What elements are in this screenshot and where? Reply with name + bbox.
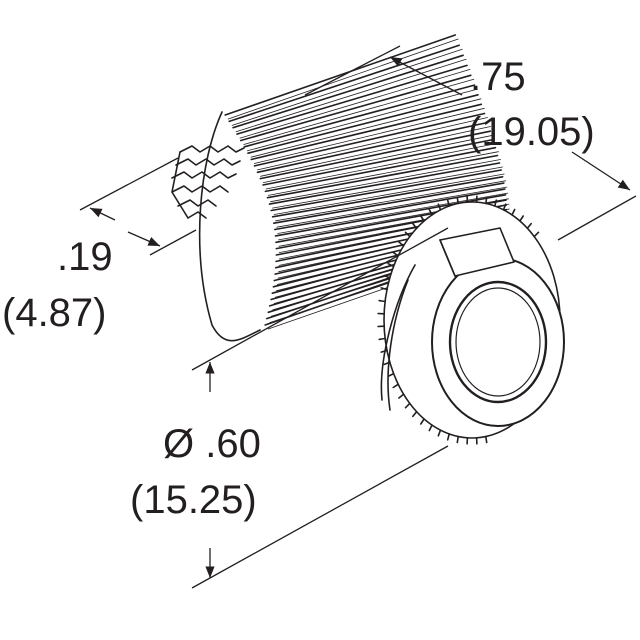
length-arrow-b	[571, 151, 631, 191]
knurl-ridge	[232, 54, 464, 129]
diameter-mm-label: (15.25)	[130, 478, 257, 522]
rim-tooth	[411, 410, 418, 418]
dimension-lines	[79, 45, 637, 589]
rim-tooth	[533, 231, 540, 238]
rim-tooth	[502, 203, 507, 211]
knurl-ridge-shade	[276, 186, 508, 228]
rim-tooth	[526, 222, 533, 230]
rim-tooth	[419, 215, 425, 222]
knurl-ridge	[264, 146, 497, 193]
rim-tooth	[392, 383, 400, 389]
knurl-ridge	[270, 169, 502, 212]
knurl-ridge-shade	[243, 78, 475, 145]
knurl-ridge	[247, 94, 479, 154]
rim-tooth	[398, 241, 405, 247]
rim-tooth	[392, 251, 400, 257]
length-inch-label: .75	[470, 55, 526, 99]
diameter-ext-top	[191, 227, 449, 371]
depth-inch-label: .19	[57, 235, 113, 279]
knurl-ridge-shade	[227, 38, 459, 120]
rim-tooth	[428, 208, 433, 216]
rim-tooth	[456, 435, 460, 444]
knurl-ridge-shade	[253, 107, 485, 164]
skirt-ring	[380, 264, 416, 401]
knurl-ridge-shade	[257, 117, 488, 171]
knurl-ridge	[259, 130, 492, 180]
knurl-ridge	[256, 121, 489, 174]
knob-body	[171, 34, 565, 445]
rim-tooth	[404, 231, 411, 238]
rim-tooth	[378, 337, 386, 341]
rim-tooth	[446, 199, 451, 207]
knurl-ridge	[250, 103, 483, 161]
knurl-ridge	[273, 182, 505, 224]
rim-tooth	[519, 215, 525, 222]
knurl-ridge-shade	[270, 159, 501, 203]
body-rear-outline	[198, 111, 261, 342]
rim-tooth	[380, 287, 388, 291]
diameter-inch-label: Ø .60	[163, 422, 261, 466]
rim-teeth	[377, 195, 540, 445]
shaft-spline	[171, 145, 245, 219]
knurl-ridge	[266, 154, 499, 199]
knurl-ridge-shade	[272, 166, 503, 209]
rim-tooth	[456, 196, 460, 205]
depth-ext-bottom	[149, 229, 197, 256]
rim-tooth	[387, 262, 395, 268]
rim-tooth	[493, 199, 498, 207]
rim-tooth	[437, 429, 442, 437]
rim-tooth	[404, 402, 411, 409]
depth-arrow-b	[127, 231, 161, 247]
knurl-ridge	[253, 112, 486, 167]
knurl-ridge	[224, 34, 456, 116]
depth-arrow-a	[89, 207, 116, 221]
knurl-ridge	[228, 44, 460, 123]
knurl-ridge-shade	[262, 134, 494, 183]
rim-tooth	[378, 299, 386, 303]
knurl-ridge	[243, 84, 476, 148]
rim-tooth	[484, 435, 488, 444]
rim-tooth	[437, 203, 442, 211]
depth-mm-label: (4.87)	[2, 291, 107, 335]
knurl-ridge	[271, 176, 504, 218]
depth-ext-top	[79, 157, 179, 211]
rim-tooth	[419, 418, 425, 425]
knurl-ridge	[262, 138, 494, 186]
knurl-ridge-shade	[247, 88, 478, 152]
knurl-ridge	[268, 162, 501, 205]
rim-tooth	[484, 196, 488, 205]
length-arrow-a	[389, 56, 463, 96]
knurl-ridge-shade	[235, 58, 467, 133]
knurl-ridge-shade	[250, 98, 482, 158]
knurl-ridge-shade	[239, 69, 471, 139]
knurl-ridge-shade	[273, 173, 505, 215]
diameter-ext-bottom	[191, 445, 449, 589]
knurl-ridge-shade	[260, 126, 491, 177]
knurl-ridge-shade	[277, 192, 509, 234]
rim-tooth	[398, 393, 405, 399]
rim-tooth	[428, 424, 433, 432]
rim-tooth	[411, 222, 418, 230]
rim-tooth	[511, 208, 516, 216]
rim-tooth	[380, 349, 388, 353]
knurl-ridge-shade	[231, 48, 463, 126]
cap-hole	[448, 280, 548, 404]
knurl-ridge-shade	[275, 180, 506, 222]
rim-tooth	[387, 372, 395, 378]
length-ext-right	[557, 195, 637, 241]
knurl-ridge-shade	[268, 151, 499, 196]
knurl-ridge-shade	[265, 143, 497, 190]
length-mm-label: (19.05)	[468, 110, 595, 154]
rim-tooth	[446, 433, 451, 441]
rim-tooth	[383, 274, 391, 279]
knurl-ridge	[240, 74, 472, 142]
length-ext-left	[304, 45, 401, 96]
